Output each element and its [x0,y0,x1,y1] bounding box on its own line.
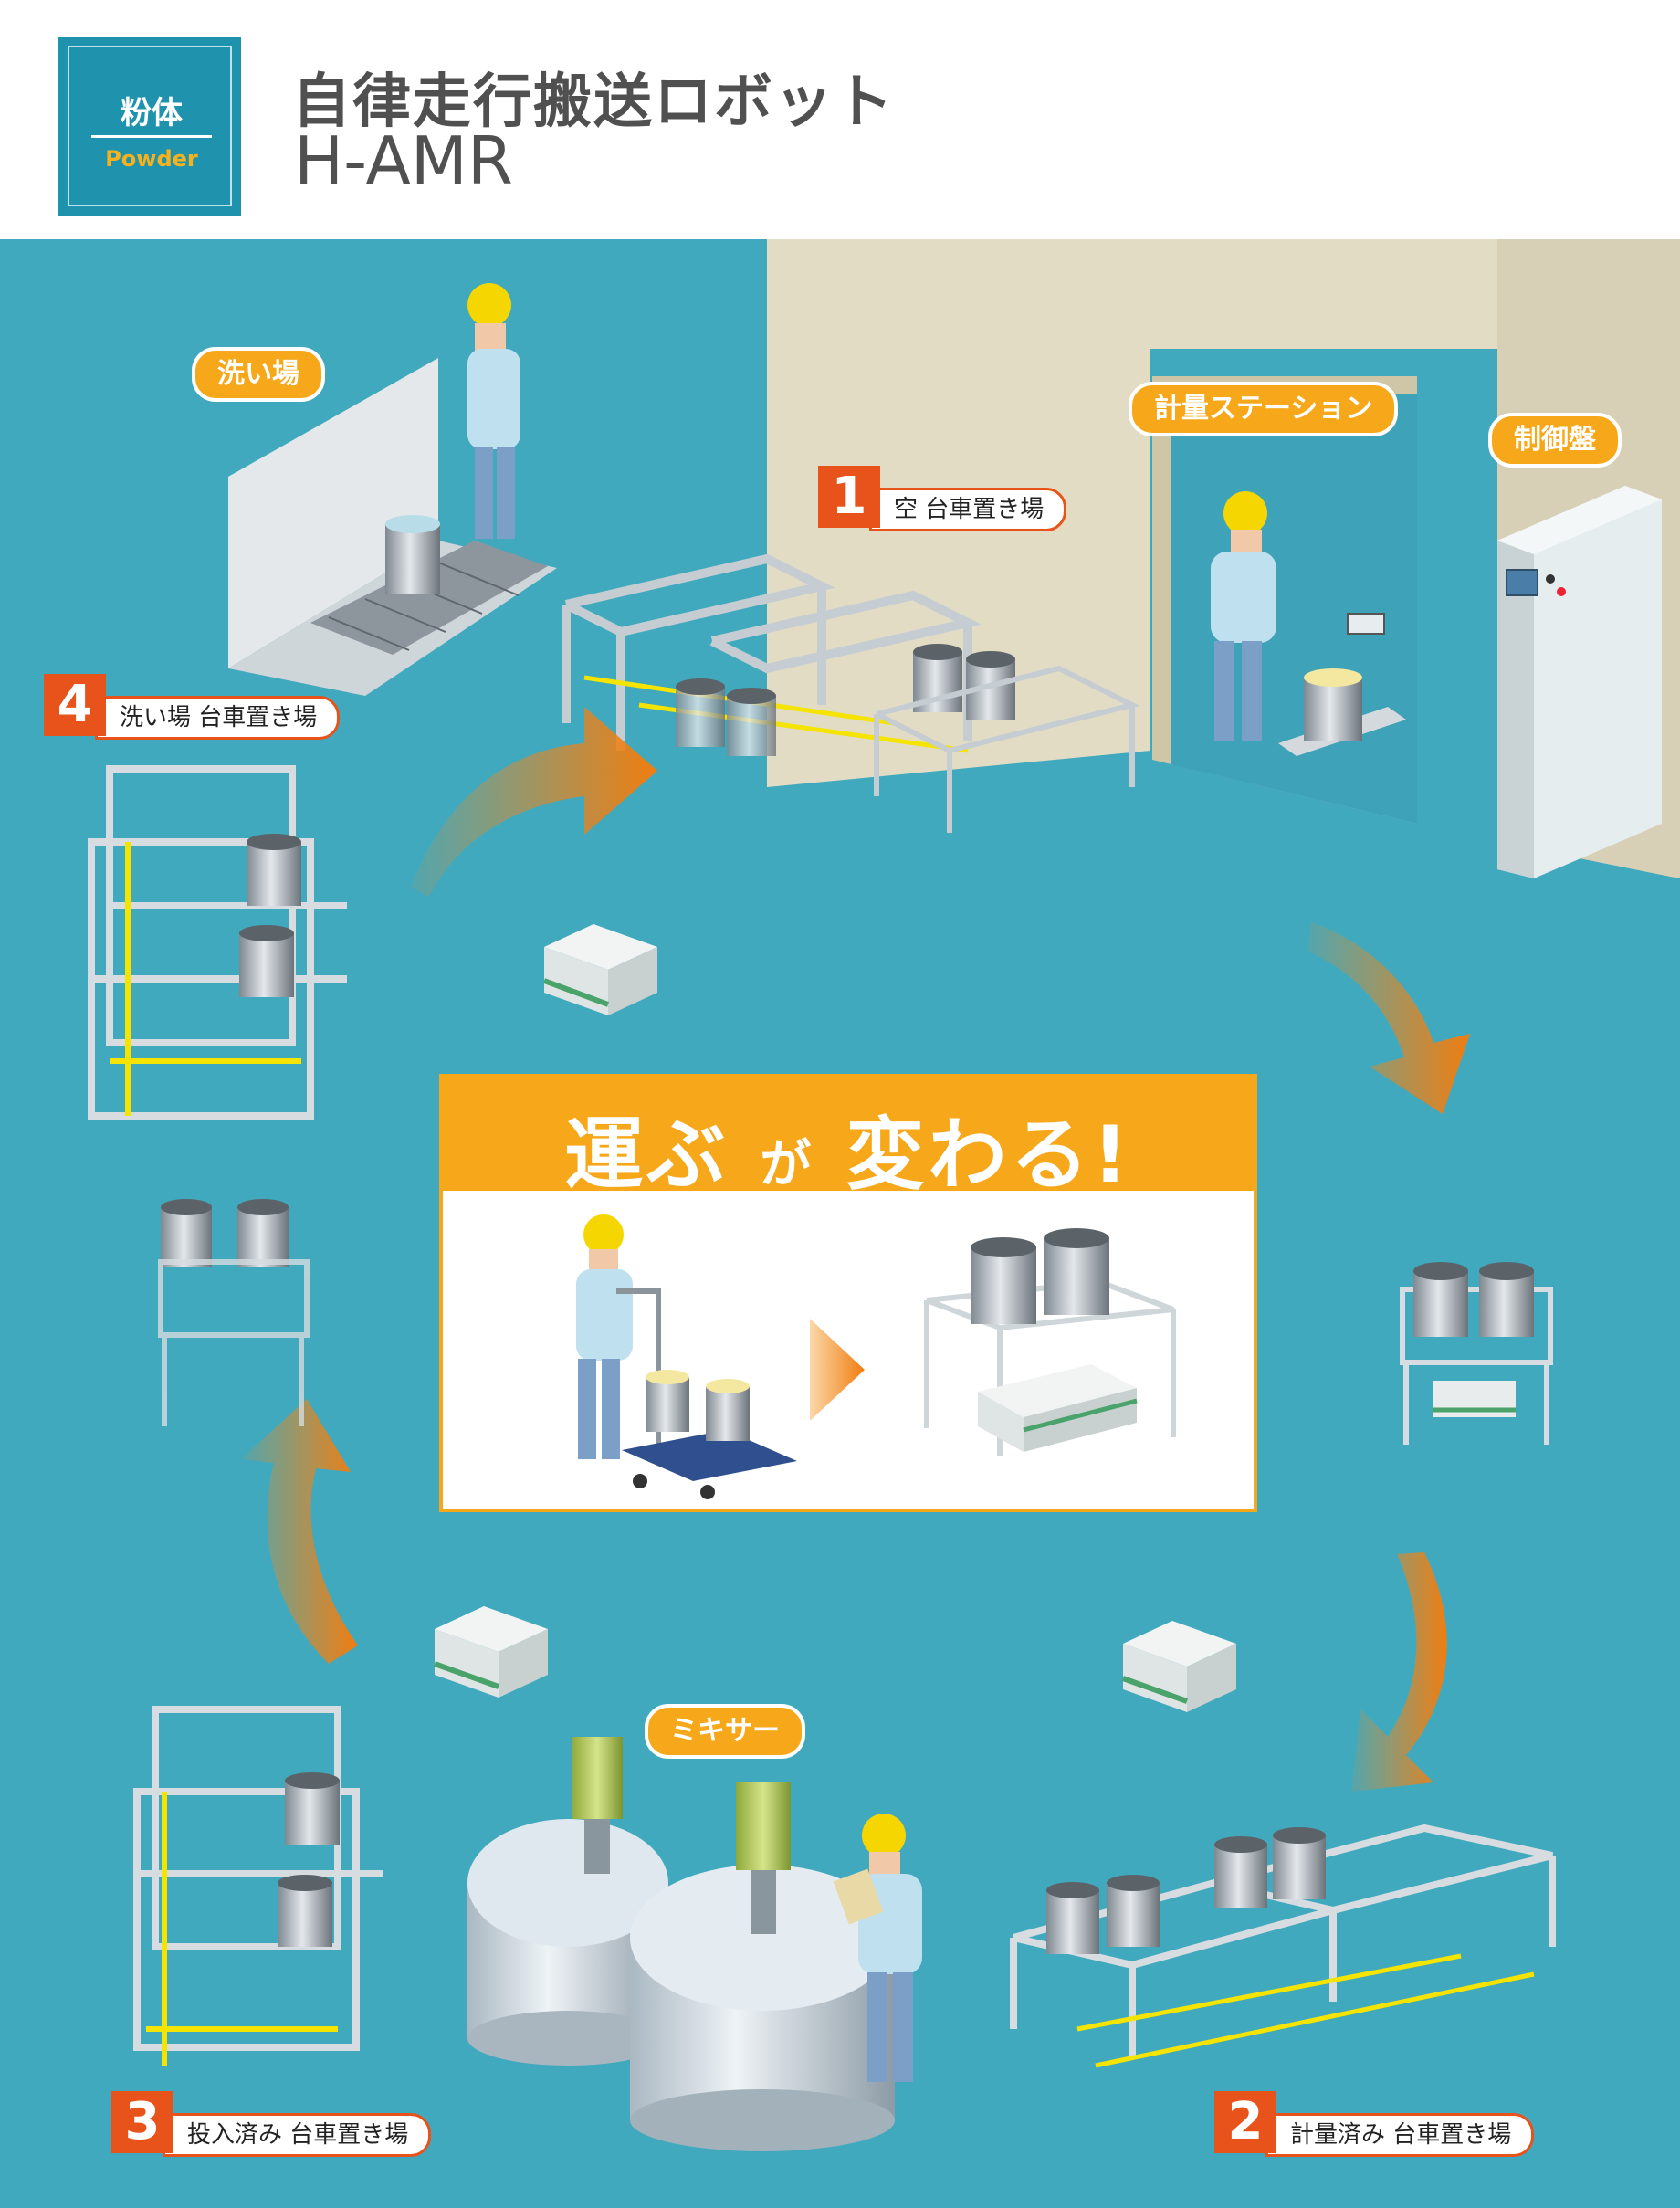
worker-wash [467,283,520,539]
before-after-illustration [576,1214,1176,1499]
station-2-number: 2 [1214,2091,1276,2153]
station-1-number: 1 [818,466,880,528]
label-mixer: ミキサー [645,1704,805,1759]
worker-mixer [833,1814,922,2082]
headline-part2: が [760,1135,815,1194]
headline-text: 運ぶ が 変わる! [443,1090,1254,1204]
product-name: H-AMR [294,122,513,199]
station-2-label: 計量済み 台車置き場 [1265,2113,1535,2157]
headline-part3: 変わる! [845,1109,1132,1201]
workflow-diagram: 洗い場 計量ステーション 制御盤 ミキサー 1 空 台車置き場 4 洗い場 台車… [0,239,1680,2208]
headline-part1: 運ぶ [564,1109,730,1201]
label-control-panel: 制御盤 [1488,413,1622,468]
mixer-tanks [467,1737,895,2151]
category-badge-jp: 粉体 [121,95,183,131]
label-weighing-station: 計量ステーション [1129,382,1399,436]
category-badge: 粉体 Powder [58,37,241,216]
category-badge-en: Powder [105,146,198,172]
station-1-label: 空 台車置き場 [869,488,1067,531]
worker-weighing [1211,491,1276,741]
station-3-number: 3 [111,2091,173,2153]
amr-robot-top-left [542,924,657,1015]
header: 粉体 Powder 自律走行搬送ロボット H-AMR [0,0,1680,239]
after-amr-cart [924,1228,1176,1456]
station-4-number: 4 [44,674,106,736]
label-wash-area: 洗い場 [192,347,325,402]
amr-robot-bottom-left [433,1606,548,1698]
headline-banner: 運ぶ が 変わる! [443,1078,1254,1201]
headline-panel: 運ぶ が 変わる! [439,1074,1257,1512]
amr-robot-bottom-right [1121,1621,1236,1712]
page-title: 自律走行搬送ロボット [292,68,895,136]
station-3-label: 投入済み 台車置き場 [163,2113,432,2157]
station-4-label: 洗い場 台車置き場 [95,696,341,740]
before-manual-trolley [576,1214,797,1499]
scene-illustration [88,239,1680,2151]
